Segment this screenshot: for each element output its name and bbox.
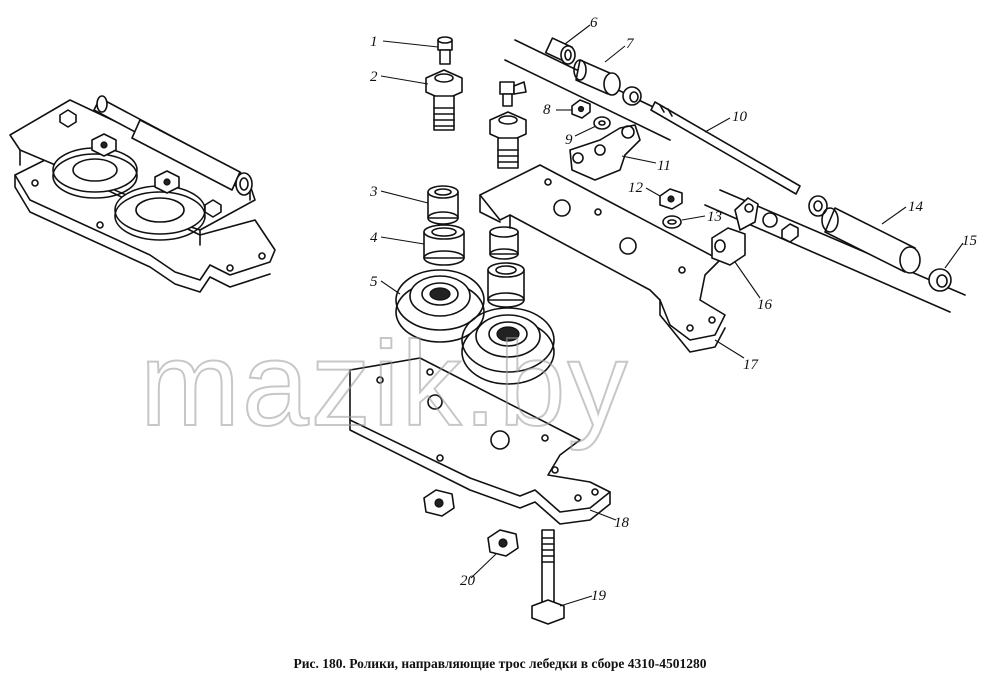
part-label-15: 15 bbox=[962, 233, 978, 249]
leader-lines bbox=[380, 24, 964, 607]
rod-assembly-lower bbox=[659, 188, 966, 313]
part-label-1: 1 bbox=[370, 34, 378, 50]
hollow-bolt bbox=[489, 111, 527, 169]
roller bbox=[461, 307, 555, 385]
roller-5 bbox=[395, 269, 485, 343]
part-label-13: 13 bbox=[707, 209, 722, 225]
part-label-6: 6 bbox=[590, 15, 598, 31]
part-labels: 1 2 3 4 5 6 7 8 9 10 11 12 13 14 15 16 1… bbox=[369, 15, 978, 604]
part-label-14: 14 bbox=[908, 199, 924, 215]
hollow-bolt-2 bbox=[425, 69, 463, 131]
part-label-17: 17 bbox=[743, 357, 760, 373]
part-label-19: 19 bbox=[591, 588, 607, 604]
part-label-10: 10 bbox=[732, 109, 748, 125]
part-label-2: 2 bbox=[370, 69, 378, 85]
assembled-roller-unit bbox=[9, 95, 276, 293]
lug-bracket-11 bbox=[569, 124, 641, 181]
bushing-3 bbox=[427, 185, 459, 225]
part-label-20: 20 bbox=[460, 573, 476, 589]
part-label-4: 4 bbox=[370, 230, 378, 246]
nut-20 bbox=[487, 529, 519, 557]
part-label-5: 5 bbox=[370, 274, 378, 290]
grease-fitting-1 bbox=[437, 36, 453, 65]
grease-fitting bbox=[499, 81, 527, 107]
bushing-4 bbox=[423, 224, 465, 266]
bushing-pair bbox=[487, 226, 525, 308]
part-label-16: 16 bbox=[757, 297, 773, 313]
watermark: mazik.by bbox=[140, 317, 629, 451]
part-label-12: 12 bbox=[628, 180, 644, 196]
part-label-18: 18 bbox=[614, 515, 630, 531]
top-bracket-17 bbox=[479, 164, 726, 353]
part-label-9: 9 bbox=[565, 132, 573, 148]
nut-loose bbox=[423, 489, 455, 517]
part-label-11: 11 bbox=[657, 158, 671, 174]
figure-caption: Рис. 180. Ролики, направляющие трос лебе… bbox=[293, 656, 707, 671]
part-label-8: 8 bbox=[543, 102, 551, 118]
bolt-19 bbox=[531, 529, 565, 625]
part-label-3: 3 bbox=[369, 184, 378, 200]
rod-assembly-upper bbox=[504, 37, 801, 195]
bottom-plate-18 bbox=[349, 357, 611, 525]
part-label-7: 7 bbox=[626, 36, 635, 52]
